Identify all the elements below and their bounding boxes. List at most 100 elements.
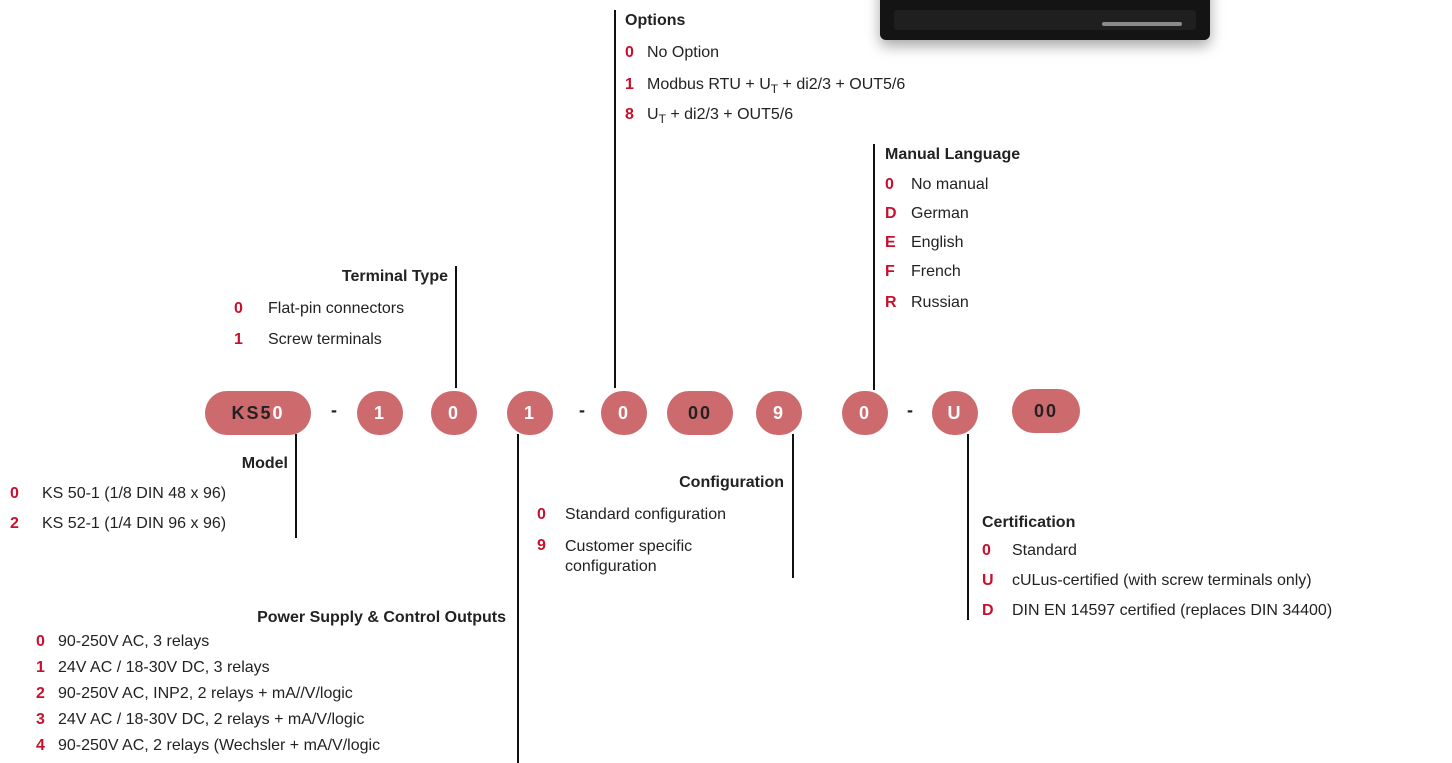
code-separator: - [579, 400, 585, 420]
language-label: French [911, 263, 961, 280]
power-code: 3 [36, 711, 45, 728]
terminal-label: Screw terminals [268, 331, 382, 348]
option-code: 0 [625, 44, 634, 61]
language-code: F [885, 263, 895, 280]
configuration-code: 9 [537, 537, 546, 554]
terminal-type-connector-line [455, 266, 457, 388]
power-label: 90-250V AC, 2 relays (Wechsler + mA/V/lo… [58, 737, 381, 754]
model-item: 2 KS 52-1 (1/4 DIN 96 x 96) [10, 515, 226, 533]
terminal-label: Flat-pin connectors [268, 300, 405, 317]
code-pill-power: 1 [357, 391, 403, 435]
language-label: German [911, 205, 969, 222]
certification-code: 0 [982, 542, 991, 559]
certification-item: 0 Standard [982, 542, 1077, 560]
language-label: Russian [911, 294, 969, 311]
device-bezel [894, 10, 1196, 30]
power-supply-title: Power Supply & Control Outputs [257, 609, 506, 626]
options-item: 0 No Option [625, 44, 719, 62]
model-code: 2 [10, 515, 19, 532]
power-code: 1 [36, 659, 45, 676]
option-code: 1 [625, 76, 634, 93]
code-pill-options: 0 [601, 391, 647, 435]
power-code: 4 [36, 737, 45, 754]
language-label: No manual [911, 176, 989, 193]
certification-label: cULus-certified (with screw terminals on… [1012, 572, 1312, 589]
power-label: 90-250V AC, 3 relays [58, 633, 210, 650]
configuration-connector-line [792, 434, 794, 578]
configuration-code: 0 [537, 506, 546, 523]
option-label: No Option [647, 44, 720, 61]
code-pill-power-supply: 1 [507, 391, 553, 435]
model-connector-line [295, 434, 297, 538]
power-label: 24V AC / 18-30V DC, 2 relays + mA/V/logi… [58, 711, 365, 728]
configuration-item: 9 Customer specific configuration [537, 537, 692, 577]
configuration-item: 0 Standard configuration [537, 506, 726, 524]
code-reserved-digits: 00 [687, 403, 713, 423]
manual-language-title: Manual Language [885, 146, 1021, 163]
power-supply-item: 0 90-250V AC, 3 relays [36, 633, 209, 651]
code-model-digit: 0 [272, 403, 285, 423]
code-pill-reserved-end: 00 [1012, 389, 1080, 433]
terminal-type-item: 0 Flat-pin connectors [234, 300, 404, 318]
manual-language-connector-line [873, 144, 875, 390]
power-code: 2 [36, 685, 45, 702]
option-label-sub: T [658, 112, 666, 126]
options-connector-line [614, 10, 616, 388]
model-item: 0 KS 50-1 (1/8 DIN 48 x 96) [10, 485, 226, 503]
code-reserved-end-digits: 00 [1033, 401, 1059, 421]
model-code: 0 [10, 485, 19, 502]
manual-language-item: R Russian [885, 294, 969, 312]
certification-item: D DIN EN 14597 certified (replaces DIN 34… [982, 602, 1332, 620]
certification-title: Certification [982, 514, 1076, 531]
manual-language-item: F French [885, 263, 961, 281]
terminal-type-item: 1 Screw terminals [234, 331, 382, 349]
power-code: 0 [36, 633, 45, 650]
language-code: R [885, 294, 897, 311]
code-separator: - [331, 400, 337, 420]
power-supply-item: 1 24V AC / 18-30V DC, 3 relays [36, 659, 270, 677]
options-title: Options [625, 12, 686, 29]
certification-label: DIN EN 14597 certified (replaces DIN 344… [1012, 602, 1333, 619]
code-prefix: KS5 [231, 403, 273, 423]
option-label-post: + di2/3 + OUT5/6 [665, 106, 794, 123]
terminal-code: 0 [234, 300, 243, 317]
power-label: 24V AC / 18-30V DC, 3 relays [58, 659, 270, 676]
model-label: KS 52-1 (1/4 DIN 96 x 96) [42, 515, 227, 532]
language-label: English [911, 234, 964, 251]
certification-code: D [982, 602, 994, 619]
power-supply-connector-line [517, 434, 519, 763]
certification-connector-line [967, 434, 969, 620]
configuration-label: Customer specific [565, 538, 693, 555]
certification-code: U [982, 572, 994, 589]
model-title: Model [241, 455, 288, 472]
code-pill-model: KS50 [205, 391, 311, 435]
certification-label: Standard [1012, 542, 1077, 559]
code-separator: - [907, 400, 913, 420]
language-code: E [885, 234, 896, 251]
language-code: 0 [885, 176, 894, 193]
code-pill-terminal: 0 [431, 391, 477, 435]
configuration-title: Configuration [679, 474, 784, 491]
code-pill-language: 0 [842, 391, 888, 435]
power-supply-item: 4 90-250V AC, 2 relays (Wechsler + mA/V/l… [36, 737, 380, 755]
option-label-post: + di2/3 + OUT5/6 [778, 76, 906, 93]
code-pill-certification: U [932, 391, 978, 435]
option-label-sub: T [770, 82, 779, 96]
model-label: KS 50-1 (1/8 DIN 48 x 96) [42, 485, 227, 502]
terminal-code: 1 [234, 331, 243, 348]
device-photo [880, 0, 1210, 40]
configuration-label: Standard configuration [565, 506, 726, 523]
code-pill-configuration: 9 [756, 391, 802, 435]
option-code: 8 [625, 106, 634, 123]
device-label-strip [1102, 22, 1182, 26]
power-supply-item: 3 24V AC / 18-30V DC, 2 relays + mA/V/log… [36, 711, 364, 729]
configuration-label-line2: configuration [565, 558, 657, 575]
terminal-type-title: Terminal Type [341, 268, 448, 285]
code-pill-reserved: 00 [667, 391, 733, 435]
manual-language-item: 0 No manual [885, 176, 988, 194]
